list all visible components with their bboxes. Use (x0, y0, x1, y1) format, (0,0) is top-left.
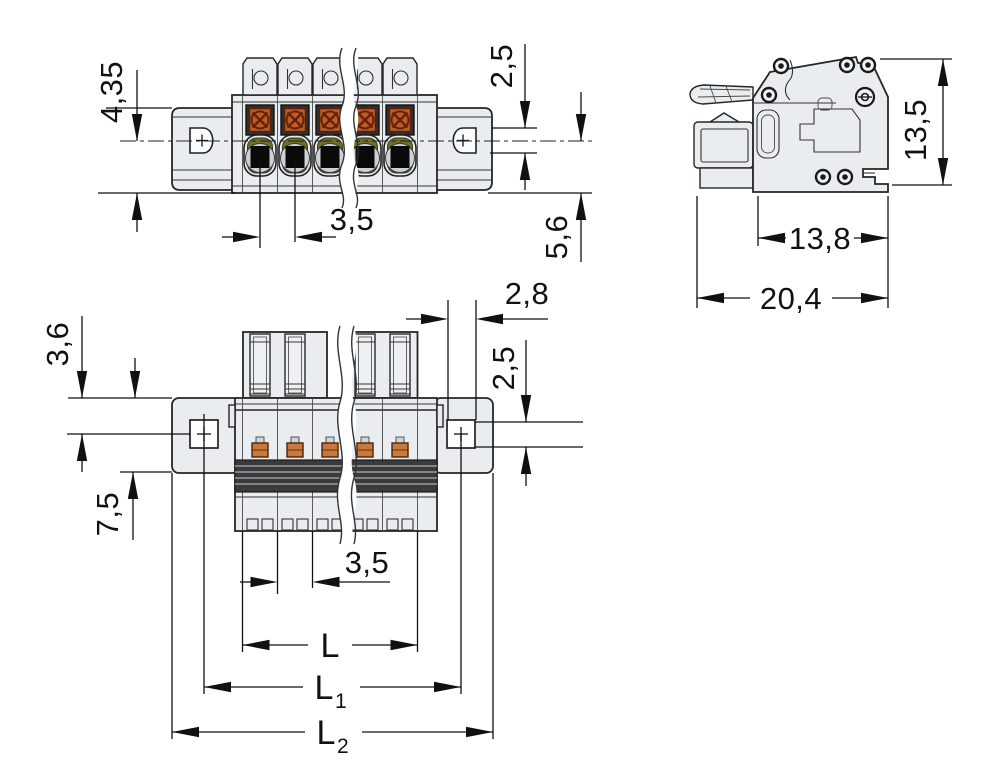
dim-pitch-front: 3,5 (330, 202, 375, 237)
top-break-line (336, 325, 358, 545)
dim-20-4: 20,4 (760, 281, 822, 316)
dim-L2-sub: 2 (337, 735, 349, 758)
rivet (760, 86, 778, 104)
dim-pitch-top: 3,5 (345, 545, 390, 580)
actuation-slot (354, 333, 376, 397)
front-pole (241, 56, 279, 178)
dim-13-5: 13,5 (898, 99, 933, 161)
rivet (859, 56, 877, 74)
locking-lever (689, 84, 754, 105)
dim-5-6: 5,6 (539, 215, 574, 260)
side-dimensions: 13,5 13,8 20,4 (696, 58, 952, 316)
front-break-line (338, 47, 360, 209)
front-view: 4,35 3,5 2,5 5,6 (94, 44, 592, 262)
rivet (838, 56, 856, 74)
rivet (836, 168, 854, 186)
dim-3-6: 3,6 (40, 322, 75, 367)
actuation-slot (389, 333, 411, 397)
dim-2-5-top: 2,5 (486, 346, 521, 391)
grip-ribs-band (234, 459, 438, 493)
dim-L2: L (317, 714, 336, 752)
dim-2-5-front: 2,5 (484, 44, 519, 89)
pivot-circle (854, 86, 876, 108)
dim-2-8: 2,8 (505, 276, 550, 311)
front-pole (381, 56, 419, 178)
dim-13-8: 13,8 (789, 221, 851, 256)
rivet (814, 168, 832, 186)
rivet (772, 57, 790, 75)
wire-entry-block (693, 112, 754, 189)
front-dimensions: 4,35 3,5 2,5 5,6 (94, 44, 592, 262)
dim-4-35: 4,35 (94, 61, 129, 123)
side-view: 13,5 13,8 20,4 (689, 55, 952, 316)
dim-L1: L (315, 669, 334, 707)
top-dimensions: 3,6 7,5 2,8 2,5 (40, 276, 583, 758)
top-view: 3,6 7,5 2,8 2,5 (40, 276, 583, 758)
dim-L1-sub: 1 (335, 690, 347, 713)
front-pole (276, 56, 314, 178)
actuation-slot (249, 333, 271, 397)
actuation-slot (284, 333, 306, 397)
dim-7-5: 7,5 (90, 492, 125, 537)
dim-L: L (321, 627, 340, 665)
